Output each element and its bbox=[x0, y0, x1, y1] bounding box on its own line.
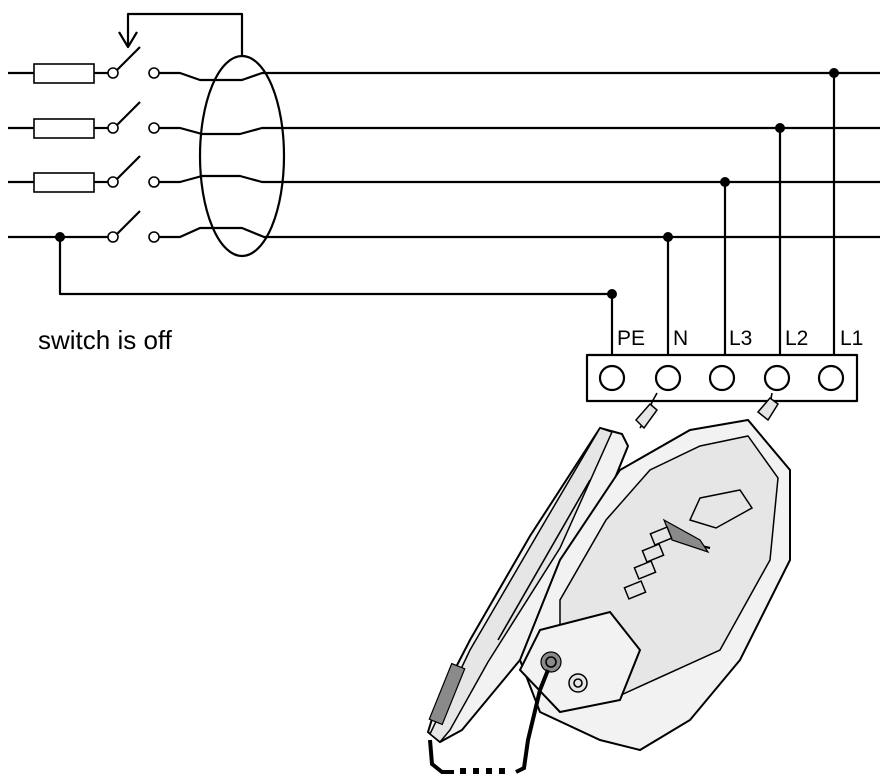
fuse-1 bbox=[33, 63, 95, 84]
label-l2: L2 bbox=[785, 327, 808, 350]
switch-linkage bbox=[126, 12, 244, 56]
probe-tip-right bbox=[756, 392, 780, 422]
terminal-l2 bbox=[763, 364, 791, 392]
switch-4-contact-b bbox=[148, 231, 160, 243]
cable-continuation-dots bbox=[460, 768, 505, 774]
current-transformer bbox=[198, 54, 286, 258]
line-2-circuit bbox=[8, 101, 880, 139]
indicator-led-3 bbox=[633, 560, 657, 580]
switch-2-contact-a bbox=[107, 122, 119, 134]
line-3-circuit bbox=[8, 155, 880, 193]
caption: switch is off bbox=[38, 325, 173, 355]
label-n: N bbox=[673, 327, 688, 350]
fuse-3 bbox=[33, 172, 95, 193]
switch-4-blade bbox=[116, 210, 141, 235]
test-cable bbox=[515, 669, 550, 774]
switch-1-contact-b bbox=[148, 67, 160, 79]
voltage-tester bbox=[426, 418, 791, 752]
switch-3-blade bbox=[116, 155, 141, 180]
indicator-led-2 bbox=[641, 543, 665, 563]
socket-1 bbox=[540, 651, 562, 673]
switch-4-contact-a bbox=[107, 231, 119, 243]
switch-3-contact-b bbox=[148, 176, 160, 188]
terminal-l3 bbox=[708, 364, 736, 392]
label-l3: L3 bbox=[729, 327, 752, 350]
indicator-led-4 bbox=[623, 580, 647, 600]
terminal-pe bbox=[598, 364, 626, 392]
switch-3-contact-a bbox=[107, 176, 119, 188]
terminal-l1 bbox=[817, 364, 845, 392]
terminal-block bbox=[585, 353, 859, 403]
tester-display bbox=[688, 489, 754, 529]
linkage-arrowhead bbox=[118, 31, 138, 49]
socket-2 bbox=[568, 673, 588, 693]
pe-wire bbox=[58, 237, 612, 296]
switch-2-blade bbox=[116, 101, 141, 126]
probe-tip-left bbox=[634, 392, 659, 430]
line-1-circuit bbox=[8, 46, 880, 84]
indicator-led-1 bbox=[649, 526, 673, 546]
switch-1-contact-a bbox=[107, 67, 119, 79]
fuse-2 bbox=[33, 118, 95, 139]
switch-1-blade bbox=[116, 46, 141, 71]
connector-housing bbox=[518, 610, 642, 714]
line-n-circuit bbox=[8, 210, 880, 243]
terminal-n bbox=[654, 364, 682, 392]
switch-2-contact-b bbox=[148, 122, 160, 134]
label-pe: PE bbox=[617, 327, 645, 350]
label-l1: L1 bbox=[840, 327, 863, 350]
probe-handle-grip bbox=[428, 662, 466, 726]
